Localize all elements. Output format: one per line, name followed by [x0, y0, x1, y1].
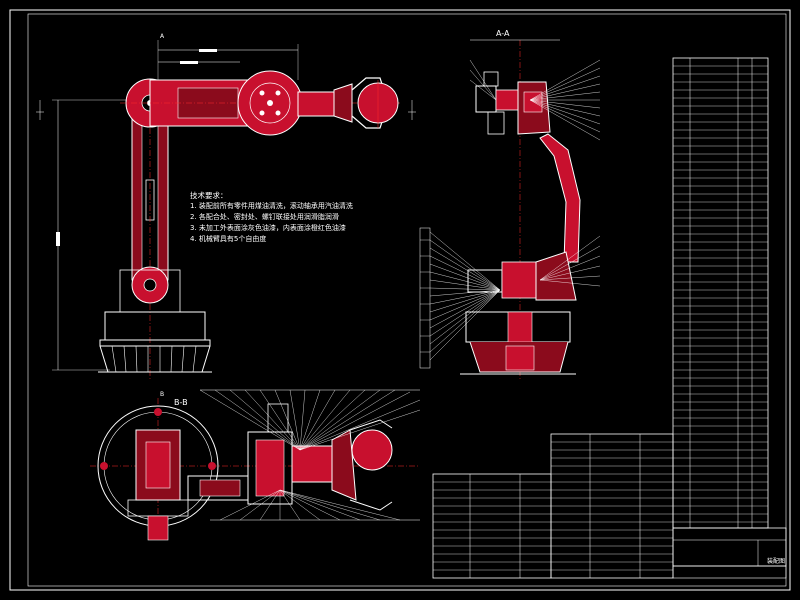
main-view — [36, 40, 416, 380]
drawing-title: 装配图 — [766, 557, 785, 565]
section-b-marker: B — [160, 391, 165, 398]
tech-note-item: 3. 未加工外表面涂灰色油漆，内表面涂橙红色油漆 — [190, 224, 346, 232]
tech-note-item: 2. 各配合处、密封处、螺钉联接处用润滑脂润滑 — [190, 213, 339, 221]
parts-list-right — [672, 57, 787, 567]
section-bb-label: B-B — [174, 398, 188, 407]
parts-list-bottom — [432, 433, 787, 579]
tech-note-item: 1. 装配前所有零件用煤油清洗，滚动轴承用汽油清洗 — [190, 202, 353, 210]
section-aa-label: A-A — [496, 29, 510, 38]
tech-notes-title: 技术要求： — [190, 191, 228, 200]
tech-note-item: 4. 机械臂具有5个自由度 — [190, 235, 267, 243]
technical-requirements: 技术要求： 1. 装配前所有零件用煤油清洗，滚动轴承用汽油清洗 2. 各配合处、… — [190, 190, 353, 245]
sheet-border — [9, 9, 791, 591]
section-bb-view — [90, 389, 421, 541]
sheet-inner-border — [27, 13, 787, 587]
section-a-marker: A — [160, 33, 165, 40]
section-aa-view — [419, 39, 601, 380]
